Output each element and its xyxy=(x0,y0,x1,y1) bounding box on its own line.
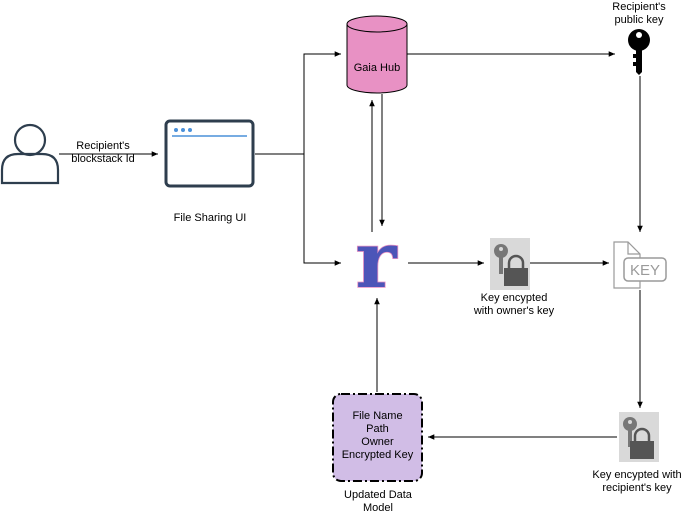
browser-window-icon xyxy=(164,119,255,188)
user-icon xyxy=(0,123,60,185)
data-model-box xyxy=(332,393,423,482)
field-file-name: File Name xyxy=(352,410,403,422)
field-encrypted-key: Encrypted Key xyxy=(341,449,414,461)
key-owner-label: Key encypted with owner's key xyxy=(473,292,555,317)
field-path: Path xyxy=(366,423,389,435)
radiks-logo-icon: r xyxy=(355,214,399,307)
connectors xyxy=(59,51,643,440)
edge-ui-to-gaia xyxy=(303,51,341,154)
svg-text:r: r xyxy=(355,215,397,306)
field-owner: Owner xyxy=(361,436,394,448)
svg-text:KEY: KEY xyxy=(630,262,660,279)
key-icon xyxy=(628,29,650,75)
database-icon xyxy=(346,15,408,94)
key-lock-icon xyxy=(490,238,530,290)
key-lock-icon xyxy=(619,412,659,462)
key-document-icon: KEY xyxy=(613,241,667,289)
recipient-id-label: Recipient's blockstack Id xyxy=(71,140,135,165)
file-sharing-ui-label: File Sharing UI xyxy=(173,212,247,224)
data-model-fields: File Name Path Owner Encrypted Key xyxy=(333,410,422,462)
public-key-label: Recipient's public key xyxy=(612,1,666,26)
gaia-hub-label: Gaia Hub xyxy=(354,62,400,74)
edge-ui-to-radiks xyxy=(303,154,341,266)
updated-data-model-label: Updated Data Model xyxy=(344,489,412,514)
key-recipient-label: Key encypted with recipient's key xyxy=(592,469,682,494)
